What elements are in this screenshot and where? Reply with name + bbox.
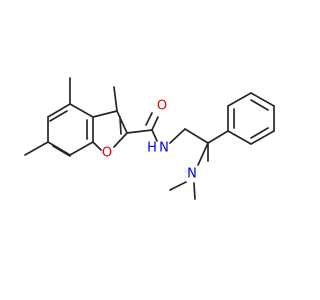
bond [250, 92, 275, 107]
bond [47, 103, 71, 118]
bond [250, 130, 275, 145]
bond-3-methyl [113, 86, 118, 112]
bond-to-amine [197, 142, 209, 166]
ethyl-chain [169, 128, 229, 162]
bond [49, 110, 68, 122]
atom-labels: O O N H N [102, 99, 197, 182]
bond [116, 110, 128, 134]
methyl-groups [24, 77, 118, 156]
amine-nitrogen-atom: N [187, 167, 197, 182]
bond [250, 127, 269, 139]
bond [92, 141, 102, 151]
bond-n-methyl [193, 182, 196, 200]
ring-oxygen-atom: O [102, 146, 112, 161]
bond [119, 116, 122, 135]
bond-carbonyl-double [151, 116, 159, 131]
bond [92, 110, 118, 118]
amine-nitrogen-label: N [187, 167, 197, 182]
furan-ring [92, 110, 128, 151]
bond-6-methyl [24, 141, 49, 156]
bond [47, 141, 71, 156]
carbonyl-oxygen-label: O [157, 99, 167, 114]
amide-hydrogen-label: H [147, 141, 157, 156]
bond [52, 145, 71, 157]
bond [69, 103, 94, 118]
amide-nitrogen-atom: N H [147, 141, 169, 156]
amide-nitrogen-label: N [159, 141, 169, 156]
bond [184, 128, 209, 144]
bond [227, 130, 252, 145]
phenyl-ring [227, 92, 275, 145]
carbonyl-oxygen-atom: O [157, 99, 167, 114]
bond [151, 129, 158, 142]
bond [207, 130, 229, 144]
bond [69, 141, 94, 156]
bond-carbonyl-double [145, 112, 153, 126]
bond [169, 128, 186, 144]
ring-oxygen-label: O [102, 146, 112, 161]
dimethylamino-group [169, 181, 196, 200]
bond [126, 129, 153, 134]
bond [113, 132, 128, 148]
structure-drawing: O O N H N [24, 77, 275, 200]
bond [250, 99, 269, 111]
molecule-canvas: O O N H N [24, 77, 275, 200]
carboxamide-group [126, 112, 159, 142]
bond-n-methyl [169, 181, 187, 191]
bond [227, 92, 252, 107]
benzofuran-benzene-ring [47, 103, 94, 157]
